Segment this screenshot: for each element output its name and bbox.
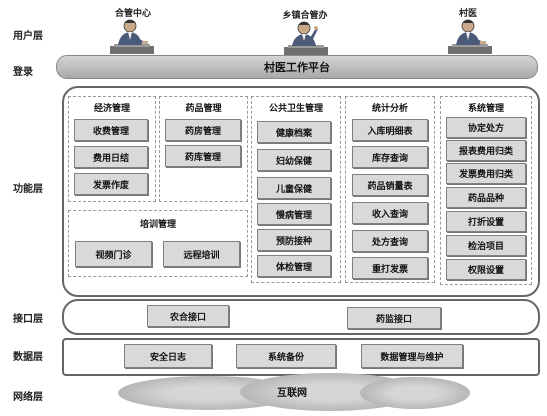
group-title-public-health: 公共卫生管理 xyxy=(268,104,323,114)
system-item[interactable]: 打折设置 xyxy=(446,211,526,232)
platform-bar: 村医工作平台 xyxy=(56,55,538,79)
system-item[interactable]: 药品品种 xyxy=(446,187,526,208)
role-label-center: 合管中心 xyxy=(114,9,151,19)
public-health-item[interactable]: 慢病管理 xyxy=(257,203,331,225)
interface-layer-panel xyxy=(62,299,540,335)
role-label-township: 乡镇合管办 xyxy=(282,11,328,21)
public-health-item[interactable]: 妇幼保健 xyxy=(257,149,331,171)
statistics-item[interactable]: 处方查询 xyxy=(352,230,428,252)
statistics-item[interactable]: 入库明细表 xyxy=(352,119,428,141)
data-item[interactable]: 安全日志 xyxy=(124,344,212,368)
network-cloud-shape xyxy=(360,377,470,409)
system-item[interactable]: 协定处方 xyxy=(446,117,526,138)
group-title-training: 培训管理 xyxy=(139,220,176,230)
training-item[interactable]: 远程培训 xyxy=(163,241,240,267)
layer-label-user: 用户层 xyxy=(13,31,43,42)
interface-item[interactable]: 农合接口 xyxy=(147,305,229,327)
data-item[interactable]: 系统备份 xyxy=(236,344,336,368)
layer-label-interface: 接口层 xyxy=(13,314,43,325)
system-item[interactable]: 报表费用归类 xyxy=(446,140,526,161)
group-title-economy: 经济管理 xyxy=(93,104,130,114)
system-item[interactable]: 发票费用归类 xyxy=(446,163,526,184)
statistics-item[interactable]: 药品销量表 xyxy=(352,174,428,196)
public-health-item[interactable]: 预防接种 xyxy=(257,229,331,251)
statistics-item[interactable]: 收入查询 xyxy=(352,202,428,224)
system-item[interactable]: 权限设置 xyxy=(446,259,526,280)
economy-item[interactable]: 费用日结 xyxy=(74,146,148,168)
economy-item[interactable]: 发票作废 xyxy=(74,173,148,195)
user-at-desk-icon xyxy=(108,18,156,56)
economy-item[interactable]: 收费管理 xyxy=(74,119,148,141)
network-label: 互联网 xyxy=(277,388,307,399)
public-health-item[interactable]: 体检管理 xyxy=(257,255,331,277)
interface-item[interactable]: 药监接口 xyxy=(347,307,441,329)
layer-label-login: 登录 xyxy=(13,67,33,78)
pharmacy-item[interactable]: 药库管理 xyxy=(165,145,241,167)
public-health-item[interactable]: 儿童保健 xyxy=(257,177,331,199)
data-item[interactable]: 数据管理与维护 xyxy=(361,344,463,368)
statistics-item[interactable]: 重打发票 xyxy=(352,257,428,279)
statistics-item[interactable]: 库存查询 xyxy=(352,146,428,168)
user-at-desk-icon xyxy=(446,18,494,56)
user-at-desk-icon xyxy=(282,20,330,56)
public-health-item[interactable]: 健康档案 xyxy=(257,121,331,143)
layer-label-function: 功能层 xyxy=(13,184,43,195)
group-title-system: 系统管理 xyxy=(467,104,504,114)
group-title-pharmacy: 药品管理 xyxy=(185,104,222,114)
pharmacy-item[interactable]: 药房管理 xyxy=(165,119,241,141)
training-item[interactable]: 视频门诊 xyxy=(75,241,152,267)
layer-label-network: 网络层 xyxy=(13,392,43,403)
layer-label-data: 数据层 xyxy=(13,352,43,363)
role-label-doctor: 村医 xyxy=(458,9,477,19)
group-title-statistics: 统计分析 xyxy=(371,104,408,114)
system-item[interactable]: 检治项目 xyxy=(446,235,526,256)
